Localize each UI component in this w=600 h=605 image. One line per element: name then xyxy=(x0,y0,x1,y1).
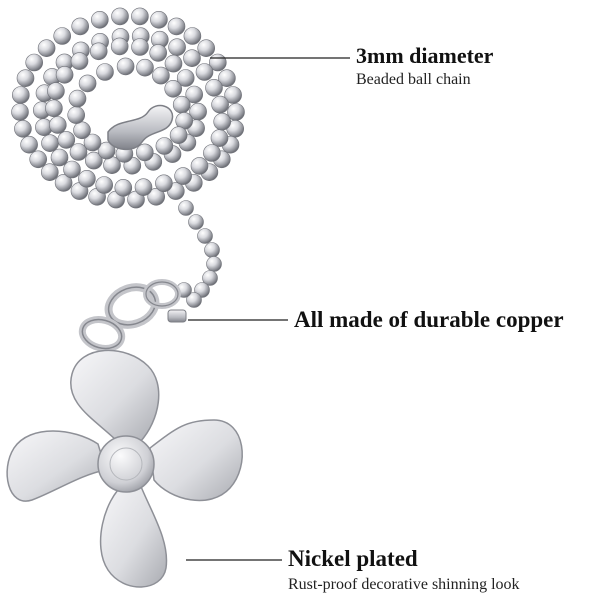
chain-bead xyxy=(45,99,63,118)
chain-bead xyxy=(164,80,182,98)
chain-bead xyxy=(16,69,35,87)
callout-title: Nickel plated xyxy=(288,546,418,571)
callout-title: 3mm diameter xyxy=(356,43,494,68)
chain-bead xyxy=(183,49,201,68)
chain-bead xyxy=(40,163,59,181)
chain-bead xyxy=(131,38,149,56)
chain-bead xyxy=(57,131,76,149)
chain-bead xyxy=(150,10,168,29)
leader-lines xyxy=(186,57,350,561)
callout-finish: Nickel plated Rust-proof decorative shin… xyxy=(288,546,520,594)
chain-bead xyxy=(67,106,85,124)
chain-bead xyxy=(197,39,215,58)
chain-bead xyxy=(197,228,213,244)
chain-bead xyxy=(110,37,129,56)
callout-material: All made of durable copper xyxy=(294,307,564,332)
chain-bead xyxy=(202,270,218,286)
chain-bead xyxy=(20,135,38,154)
chain-bead xyxy=(47,82,65,100)
chain-bead xyxy=(29,150,48,169)
chain-connector-icon xyxy=(107,104,174,151)
chain-bead xyxy=(167,17,186,36)
chain-bead xyxy=(210,129,229,147)
chain-bead xyxy=(48,116,67,134)
callout-subtitle: Beaded ball chain xyxy=(356,71,471,89)
chain-bead xyxy=(152,66,170,85)
chain-bead xyxy=(204,242,220,258)
chain-bead xyxy=(211,95,229,114)
chain-bead xyxy=(11,103,29,121)
callout-title: All made of durable copper xyxy=(294,307,564,332)
fan-propeller-pendant-icon xyxy=(6,349,243,588)
chain-bead xyxy=(70,52,89,70)
chain-bead xyxy=(37,39,56,58)
chain-bead xyxy=(178,200,194,216)
chain-bead xyxy=(50,148,69,167)
chain-bead xyxy=(185,85,203,104)
chain-bead xyxy=(188,214,204,230)
chain-bead xyxy=(206,256,222,272)
ball-chain-tail xyxy=(176,200,222,308)
chain-bead xyxy=(155,174,173,193)
chain-bead xyxy=(96,63,114,81)
chain-bead xyxy=(25,53,44,72)
jump-rings xyxy=(78,279,187,352)
chain-bead xyxy=(213,112,231,131)
callout-chain-diameter: 3mm diameter Beaded ball chain xyxy=(356,43,494,89)
chain-bead xyxy=(168,38,186,57)
chain-bead xyxy=(203,144,221,162)
chain-bead xyxy=(83,133,102,152)
chain-bead xyxy=(224,86,242,104)
chain-bead xyxy=(14,120,32,138)
callout-subtitle: Rust-proof decorative shinning look xyxy=(288,576,520,594)
chain-bead xyxy=(186,292,202,308)
chain-bead xyxy=(218,69,236,87)
chain-bead xyxy=(147,188,165,206)
chain-bead xyxy=(53,27,72,45)
chain-bead xyxy=(131,7,149,26)
chain-bead xyxy=(91,10,109,29)
chain-bead xyxy=(172,95,191,114)
chain-bead xyxy=(169,126,188,144)
chain-bead xyxy=(134,178,153,196)
chain-bead xyxy=(95,176,113,194)
chain-bead xyxy=(136,58,154,77)
chain-bead xyxy=(176,69,195,87)
chain-bead xyxy=(78,74,97,93)
chain-bead xyxy=(114,179,133,197)
chain-bead xyxy=(97,141,116,160)
chain-bead xyxy=(63,160,81,179)
chain-bead xyxy=(41,134,59,152)
chain-bead xyxy=(183,27,202,45)
chain-bead xyxy=(136,143,154,162)
chain-bead xyxy=(85,151,103,170)
chain-bead xyxy=(155,137,174,155)
chain-bead xyxy=(89,42,108,61)
chain-bead xyxy=(54,174,73,192)
chain-bead xyxy=(78,170,96,188)
chain-bead xyxy=(205,79,223,97)
chain-bead xyxy=(164,54,183,73)
chain-bead xyxy=(111,7,129,26)
chain-bead xyxy=(68,89,87,108)
chain-bead xyxy=(116,57,135,76)
chain-bead xyxy=(174,167,192,185)
chain-bead xyxy=(190,157,209,175)
chain-bead xyxy=(195,63,214,81)
ball-chain-coil xyxy=(11,7,245,209)
chain-bead xyxy=(71,17,89,36)
chain-bead xyxy=(73,121,91,140)
chain-bead xyxy=(69,143,88,161)
chain-bead xyxy=(149,44,167,62)
chain-bead xyxy=(55,66,74,84)
chain-bead xyxy=(11,86,30,104)
